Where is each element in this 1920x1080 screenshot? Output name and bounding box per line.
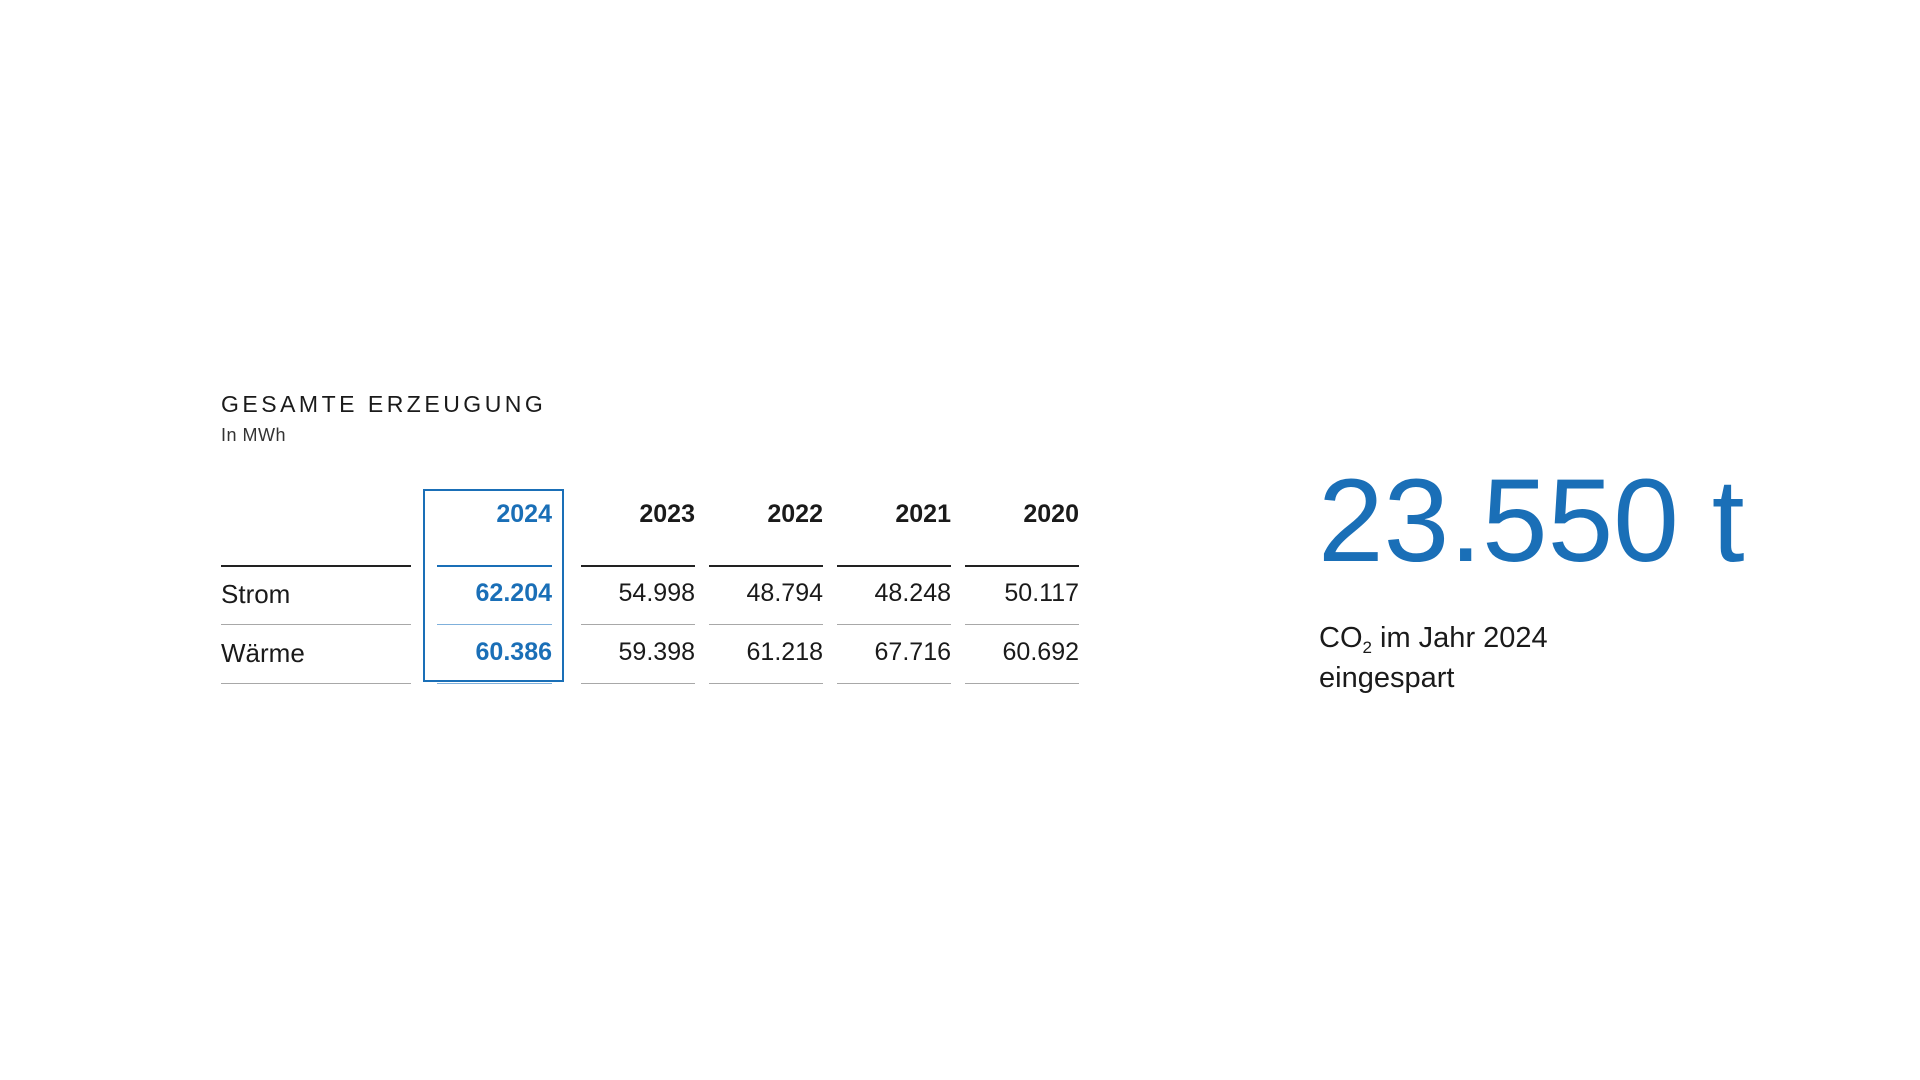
row-rule-strom-2021 [837,624,951,625]
cell-w-rme-2022: 61.218 [746,638,823,666]
caption-line-1: CO2 im Jahr 2024 [1319,618,1548,658]
row-rule-strom-2024 [437,624,552,625]
column-header-2023: 2023 [639,500,695,528]
row-label-strom: Strom [221,579,291,609]
row-rule-label-w-rme [221,683,411,684]
row-rule-w-rme-2024 [437,683,552,684]
caption-co: CO [1319,622,1363,654]
co2-savings-caption: CO2 im Jahr 2024 eingespart [1319,618,1548,698]
row-rule-w-rme-2023 [581,683,695,684]
header-rule-2020 [965,565,1079,567]
column-header-2020: 2020 [1023,500,1079,528]
column-header-2021: 2021 [895,500,951,528]
row-rule-strom-2023 [581,624,695,625]
cell-w-rme-2021: 67.716 [874,638,951,666]
column-header-2024: 2024 [496,500,552,528]
header-rule-2022 [709,565,823,567]
co2-savings-value: 23.550 t [1318,455,1745,587]
header-rule-2021 [837,565,951,567]
caption-rest: im Jahr 2024 [1371,622,1548,654]
row-rule-w-rme-2020 [965,683,1079,684]
highlight-column-frame [423,489,564,682]
header-rule-2023 [581,565,695,567]
table-subtitle: In MWh [221,425,287,445]
cell-strom-2021: 48.248 [874,579,951,607]
column-header-2022: 2022 [767,500,823,528]
header-rule-label [221,565,411,567]
row-rule-w-rme-2022 [709,683,823,684]
table-title: GESAMTE ERZEUGUNG [221,391,547,417]
cell-w-rme-2020: 60.692 [1002,638,1079,666]
row-label-w-rme: Wärme [221,638,305,668]
cell-w-rme-2023: 59.398 [618,638,695,666]
caption-line-2: eingespart [1319,662,1455,694]
cell-w-rme-2024: 60.386 [475,638,552,666]
cell-strom-2023: 54.998 [618,579,695,607]
caption-subscript: 2 [1362,638,1372,657]
row-rule-w-rme-2021 [837,683,951,684]
cell-strom-2022: 48.794 [746,579,823,607]
row-rule-strom-2020 [965,624,1079,625]
row-rule-label-strom [221,624,411,625]
header-rule-2024 [437,565,552,567]
row-rule-strom-2022 [709,624,823,625]
cell-strom-2024: 62.204 [475,579,552,607]
cell-strom-2020: 50.117 [1004,579,1079,607]
